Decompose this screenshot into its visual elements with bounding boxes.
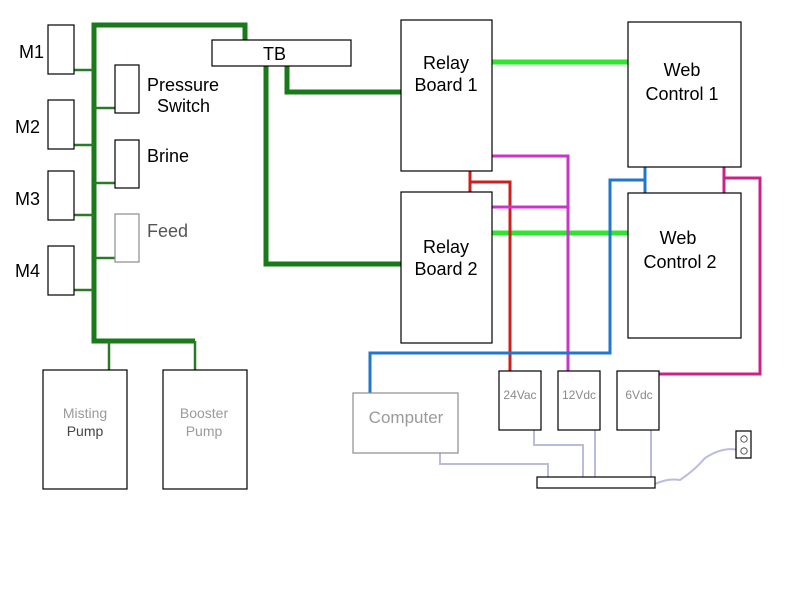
magenta-12vdc-wire xyxy=(492,154,570,372)
brine-switch: Brine xyxy=(114,139,189,189)
pressure-switch: Pressure Switch xyxy=(114,64,219,116)
pink-6vdc-wire xyxy=(659,167,762,376)
web-control-1: Web Control 1 xyxy=(627,21,742,168)
computer-label: Computer xyxy=(369,408,444,427)
web-control-label-line2: Control 1 xyxy=(645,84,718,104)
power-supply-label: 24Vac xyxy=(503,388,536,402)
terminal-block-label: TB xyxy=(263,44,286,64)
main-bus-lower-wire xyxy=(91,280,195,344)
terminal-block: TB xyxy=(211,39,352,67)
relay-board-label: Relay xyxy=(423,53,469,73)
power-supply-12vdc: 12Vdc xyxy=(557,370,601,431)
pump-label-line2: Pump xyxy=(186,423,223,439)
relay-board-2: Relay Board 2 xyxy=(400,191,493,344)
power-supply-6vdc: 6Vdc xyxy=(616,370,660,431)
motor-label: M2 xyxy=(15,117,40,137)
computer-power-cord xyxy=(439,453,549,477)
24vac-power-cord xyxy=(533,430,584,477)
relay-board-1: Relay Board 1 xyxy=(400,19,493,172)
switch-label: Pressure xyxy=(147,75,219,95)
motor-m2: M2 xyxy=(15,99,75,150)
main-bus-wire xyxy=(91,22,248,300)
power-strip xyxy=(536,476,656,489)
booster-pump: Booster Pump xyxy=(162,369,248,490)
relay-board-label: Relay xyxy=(423,237,469,257)
motor-m3: M3 xyxy=(15,170,75,221)
pump-label: Booster xyxy=(180,405,229,421)
web-control-2: Web Control 2 xyxy=(627,192,742,339)
outlet-power-cord xyxy=(654,448,743,485)
power-supply-24vac: 24Vac xyxy=(498,370,542,431)
wall-outlet-icon xyxy=(735,430,752,459)
computer: Computer xyxy=(352,392,459,454)
switch-label: Brine xyxy=(147,146,189,166)
relay-board-label-line2: Board 2 xyxy=(414,259,477,279)
motor-label: M3 xyxy=(15,189,40,209)
power-supply-label: 12Vdc xyxy=(562,388,596,402)
red-24vac-wire xyxy=(468,171,512,372)
motor-label: M1 xyxy=(19,42,44,62)
switch-label: Feed xyxy=(147,221,188,241)
motor-m1: M1 xyxy=(19,24,75,75)
motor-m4: M4 xyxy=(15,245,75,296)
web-control-label-line2: Control 2 xyxy=(643,252,716,272)
relay-board-label-line2: Board 1 xyxy=(414,75,477,95)
motor-label: M4 xyxy=(15,261,40,281)
dark-green-wiring xyxy=(74,22,401,370)
misting-pump: Misting Pump xyxy=(42,369,128,490)
feed-switch: Feed xyxy=(114,213,188,263)
blue-network-wire xyxy=(368,167,647,393)
web-control-label: Web xyxy=(660,228,697,248)
tb-to-relay1-wire xyxy=(284,66,401,95)
pump-label: Misting xyxy=(63,405,107,421)
switch-label-line2: Switch xyxy=(157,96,210,116)
web-control-label: Web xyxy=(664,60,701,80)
power-supply-label: 6Vdc xyxy=(625,388,652,402)
pump-label-line2: Pump xyxy=(67,423,104,439)
tb-to-relay2-wire xyxy=(263,66,401,267)
